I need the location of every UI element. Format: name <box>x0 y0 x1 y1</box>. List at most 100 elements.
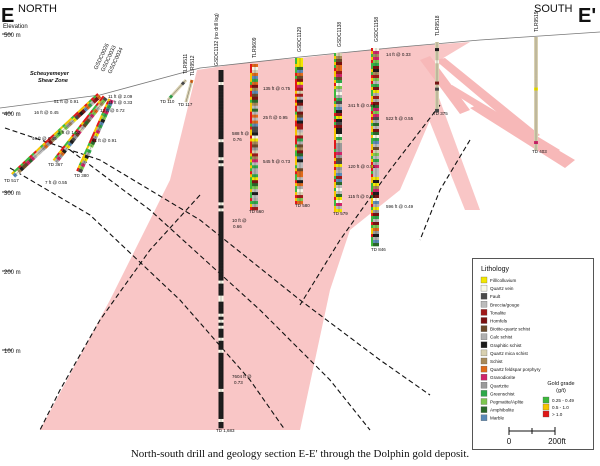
legend-label: Pegmatite/Aplite <box>490 400 524 405</box>
grade-segment <box>371 120 373 124</box>
grade-segment <box>13 168 18 173</box>
grade-segment <box>371 195 373 199</box>
grade-segment <box>93 105 98 109</box>
grade-segment <box>79 159 84 164</box>
grade-segment <box>295 156 297 160</box>
grade-segment <box>82 119 86 124</box>
ground-surface <box>0 31 600 109</box>
grade-segment <box>83 103 88 108</box>
grade-segment <box>56 152 60 157</box>
grade-segment <box>90 97 95 101</box>
grade-segment <box>93 128 97 133</box>
legend-label: Calc schist <box>490 335 513 340</box>
intercept-label: 0.66 <box>233 224 242 229</box>
intercept-label: 7 ft @ 0.55 <box>45 180 68 185</box>
grade-segment <box>334 137 336 141</box>
legend-swatch <box>480 365 488 373</box>
grade-segment <box>39 144 44 149</box>
grade-segment <box>371 228 373 232</box>
grade-segment <box>61 145 66 150</box>
grade-segment <box>371 60 373 64</box>
grade-segment <box>371 219 373 223</box>
grade-segment <box>371 243 373 247</box>
grade-segment <box>295 159 297 163</box>
grade-segment <box>68 117 73 122</box>
grade-segment <box>295 87 297 92</box>
grade-segment <box>334 206 336 210</box>
intercept-label: 135 ft @ 0.75 <box>263 86 291 91</box>
grade-label: 0.25 - 0.49 <box>552 398 574 403</box>
grade-segment <box>52 132 57 136</box>
grade-segment <box>371 72 373 76</box>
hole-label-tlr9609: TLR9609 <box>252 37 258 58</box>
grade-segment <box>102 109 106 114</box>
grade-label: > 1.0 <box>552 412 563 417</box>
grade-segment <box>371 135 373 139</box>
grade-segment <box>334 89 336 93</box>
grade-segment <box>295 162 297 166</box>
grade-segment <box>250 186 252 190</box>
grade-segment <box>92 95 97 99</box>
grade-segment <box>371 114 373 118</box>
drill-hole-log <box>52 95 108 164</box>
grade-segment <box>73 131 77 135</box>
scale-zero: 0 <box>507 437 512 446</box>
grade-segment <box>334 176 336 180</box>
grade-segment <box>52 157 57 162</box>
grade-segment <box>334 56 336 60</box>
grade-segment <box>371 111 373 115</box>
grade-segment <box>371 129 373 133</box>
grade-segment <box>295 117 297 121</box>
grade-segment <box>371 150 373 154</box>
drill-hole-log <box>250 64 258 211</box>
legend-label: Quartz vein <box>490 286 514 291</box>
grade-segment <box>334 131 336 135</box>
grade-segment <box>371 201 373 205</box>
grade-segment <box>371 225 373 229</box>
mineralized-zone <box>40 42 575 430</box>
total-depth-labels: TD 517 TD 367 TD 380 TD 110 TD 117 TD 1,… <box>4 99 547 433</box>
grade-segment <box>94 126 98 130</box>
legend-swatch <box>480 284 488 292</box>
grade-segment <box>295 63 297 68</box>
gold-grade-unit: (g/t) <box>556 388 566 394</box>
grade-segment <box>106 98 111 103</box>
grade-segment <box>371 207 373 211</box>
grade-segment <box>92 131 96 136</box>
hole-trace <box>185 79 193 103</box>
td-label: TD 580 <box>295 203 310 208</box>
grade-segment <box>334 191 336 195</box>
legend-label: Tonalite <box>490 310 506 315</box>
grade-segment <box>295 105 297 109</box>
grade-segment <box>295 183 297 187</box>
legend-label: Graphitic schist <box>490 343 522 348</box>
grade-segment <box>334 113 336 117</box>
grade-segment <box>250 81 252 86</box>
grade-segment <box>250 162 252 166</box>
grade-segment <box>295 90 297 95</box>
grade-segment <box>334 188 336 192</box>
grade-segment <box>88 139 92 144</box>
grade-segment <box>72 113 77 118</box>
grade-segment <box>250 138 252 142</box>
grade-segment <box>334 53 336 57</box>
grade-segment <box>250 201 252 205</box>
grade-segment <box>295 111 297 115</box>
legend-swatch <box>480 341 488 348</box>
grade-segment <box>17 164 22 169</box>
grade-segment <box>295 96 297 101</box>
grade-segment <box>250 72 252 77</box>
intercept-label: 16 ft @ 0.45 <box>34 110 59 115</box>
grade-segment <box>371 102 373 106</box>
grade-segment <box>295 123 297 127</box>
gold-grade-title: Gold grade <box>547 381 574 387</box>
grade-segment <box>295 69 297 74</box>
intercept-label: 12 ft @ 0.72 <box>100 108 125 113</box>
grade-segment <box>295 99 297 103</box>
intercept-label: 7604 ft @ <box>232 374 252 379</box>
hole-trace <box>55 97 107 163</box>
grade-segment <box>334 146 336 150</box>
hole-label-tlr9512: TLR9512 <box>190 55 196 76</box>
grade-segment <box>371 123 373 127</box>
